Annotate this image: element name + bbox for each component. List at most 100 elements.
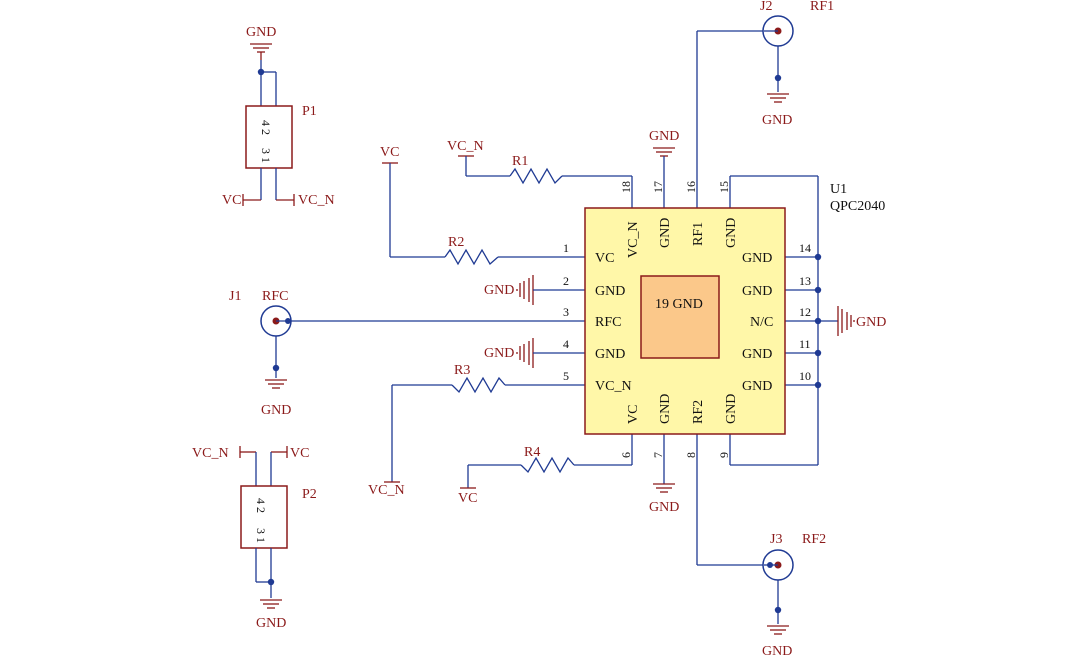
pin3-name: RFC <box>595 315 621 330</box>
pin11-num: 11 <box>799 337 811 351</box>
vc-port-label: VC <box>380 145 399 160</box>
pin11-name: GND <box>742 347 772 362</box>
p1-vc-port <box>242 194 295 206</box>
r4-branch: R4 VC <box>458 434 633 506</box>
p2-junction <box>267 578 275 586</box>
j1-net: RFC <box>262 289 288 304</box>
ic-u1: 19 GND U1 QPC2040 VC 1 GND 2 RFC 3 GND 4… <box>563 181 885 458</box>
right-gnd: GND <box>837 306 886 336</box>
junction-10 <box>814 381 822 389</box>
j1-pin-dot <box>285 318 291 324</box>
p2-pins-bottom: 3 1 <box>254 528 268 543</box>
pin3-num: 3 <box>563 305 569 319</box>
p2-pins-top: 4 2 <box>254 498 268 513</box>
j3-net: RF2 <box>802 532 826 547</box>
junction-11 <box>814 349 822 357</box>
pin14-num: 14 <box>799 241 811 255</box>
header-p2: VC_N VC 4 2 3 1 P2 GND <box>192 446 317 631</box>
p2-designator: P2 <box>302 487 317 502</box>
r4-label: R4 <box>524 445 540 460</box>
pin6-name: VC <box>626 405 641 424</box>
p2-gnd-label: GND <box>256 616 286 631</box>
p2-ports <box>239 446 288 458</box>
j2-gnd-junction <box>774 74 782 82</box>
pin17-gnd-label: GND <box>649 129 679 144</box>
pin12-num: 12 <box>799 305 811 319</box>
r4-port-label: VC <box>458 491 477 506</box>
header-p1: GND 4 2 3 1 P1 VC VC_N <box>222 25 335 208</box>
p2-body <box>240 485 288 549</box>
pin8-name: RF2 <box>691 400 706 424</box>
r3-label: R3 <box>454 363 470 378</box>
p2-vc-label: VC <box>290 446 309 461</box>
pin10-name: GND <box>742 379 772 394</box>
right-gnd-label: GND <box>856 315 886 330</box>
pin15-num: 15 <box>717 181 731 193</box>
pin1-num: 1 <box>563 241 569 255</box>
pin8-num: 8 <box>684 452 698 458</box>
r4-resistor <box>520 456 575 474</box>
p2-gnd-symbol <box>260 599 282 609</box>
pin5-num: 5 <box>563 369 569 383</box>
ic-designator: U1 <box>830 182 847 197</box>
pin4-name: GND <box>595 347 625 362</box>
pin18-num: 18 <box>619 181 633 193</box>
pin4-num: 4 <box>563 337 569 351</box>
pin4-gnd-label: GND <box>484 346 514 361</box>
ic-part-number: QPC2040 <box>830 199 885 214</box>
j3-gnd-label: GND <box>762 644 792 657</box>
vcn-port-r1: VC_N R1 <box>447 139 633 208</box>
p1-pins-bottom: 3 1 <box>259 148 273 163</box>
pin18-name: VC_N <box>626 221 641 258</box>
j1-gnd-junction <box>272 364 280 372</box>
p1-junction <box>257 68 265 76</box>
p1-vc-label: VC <box>222 193 241 208</box>
j3-gnd-symbol <box>767 625 789 635</box>
pin2-gnd-label: GND <box>484 283 514 298</box>
vc-port-r2: VC R2 <box>380 145 585 266</box>
p2-vcn-label: VC_N <box>192 446 229 461</box>
pin10-num: 10 <box>799 369 811 383</box>
r3-resistor <box>451 376 506 394</box>
j1-designator: J1 <box>229 289 241 304</box>
ic-exposed-pad <box>640 275 720 359</box>
p1-gnd-symbol <box>250 43 272 60</box>
connector-j1: J1 RFC GND <box>229 289 294 418</box>
r2-resistor <box>444 248 499 266</box>
pin7-name: GND <box>658 394 673 424</box>
ic-pad-label: 19 GND <box>655 297 703 312</box>
j1-gnd-label: GND <box>261 403 291 418</box>
p1-vcn-label: VC_N <box>298 193 335 208</box>
r1-resistor <box>509 167 563 185</box>
p1-gnd-label: GND <box>246 25 276 40</box>
pin17-gnd: GND <box>649 129 679 208</box>
pin7-gnd: GND <box>649 434 679 515</box>
p1-body <box>245 105 293 169</box>
r1-label: R1 <box>512 154 528 169</box>
pin2-num: 2 <box>563 274 569 288</box>
vcn-port-label: VC_N <box>447 139 484 154</box>
pin13-num: 13 <box>799 274 811 288</box>
pin7-num: 7 <box>651 452 665 458</box>
pin15-name: GND <box>724 218 739 248</box>
pin9-num: 9 <box>717 452 731 458</box>
pin2-name: GND <box>595 284 625 299</box>
r2-label: R2 <box>448 235 464 250</box>
pin14-name: GND <box>742 251 772 266</box>
j2-gnd-label: GND <box>762 113 792 128</box>
pin5-name: VC_N <box>595 379 632 394</box>
p1-designator: P1 <box>302 104 317 119</box>
junction-14 <box>814 253 822 261</box>
pin13-name: GND <box>742 284 772 299</box>
pin17-num: 17 <box>651 181 665 193</box>
junction-13 <box>814 286 822 294</box>
j2-designator: J2 <box>760 0 772 14</box>
r3-port-label: VC_N <box>368 483 405 498</box>
pin4-gnd: GND <box>484 338 585 368</box>
pin6-num: 6 <box>619 452 633 458</box>
pin17-name: GND <box>658 218 673 248</box>
rf2-branch: J3 RF2 GND <box>696 434 826 657</box>
j3-pin-dot <box>767 562 773 568</box>
j2-gnd-symbol <box>767 93 789 103</box>
